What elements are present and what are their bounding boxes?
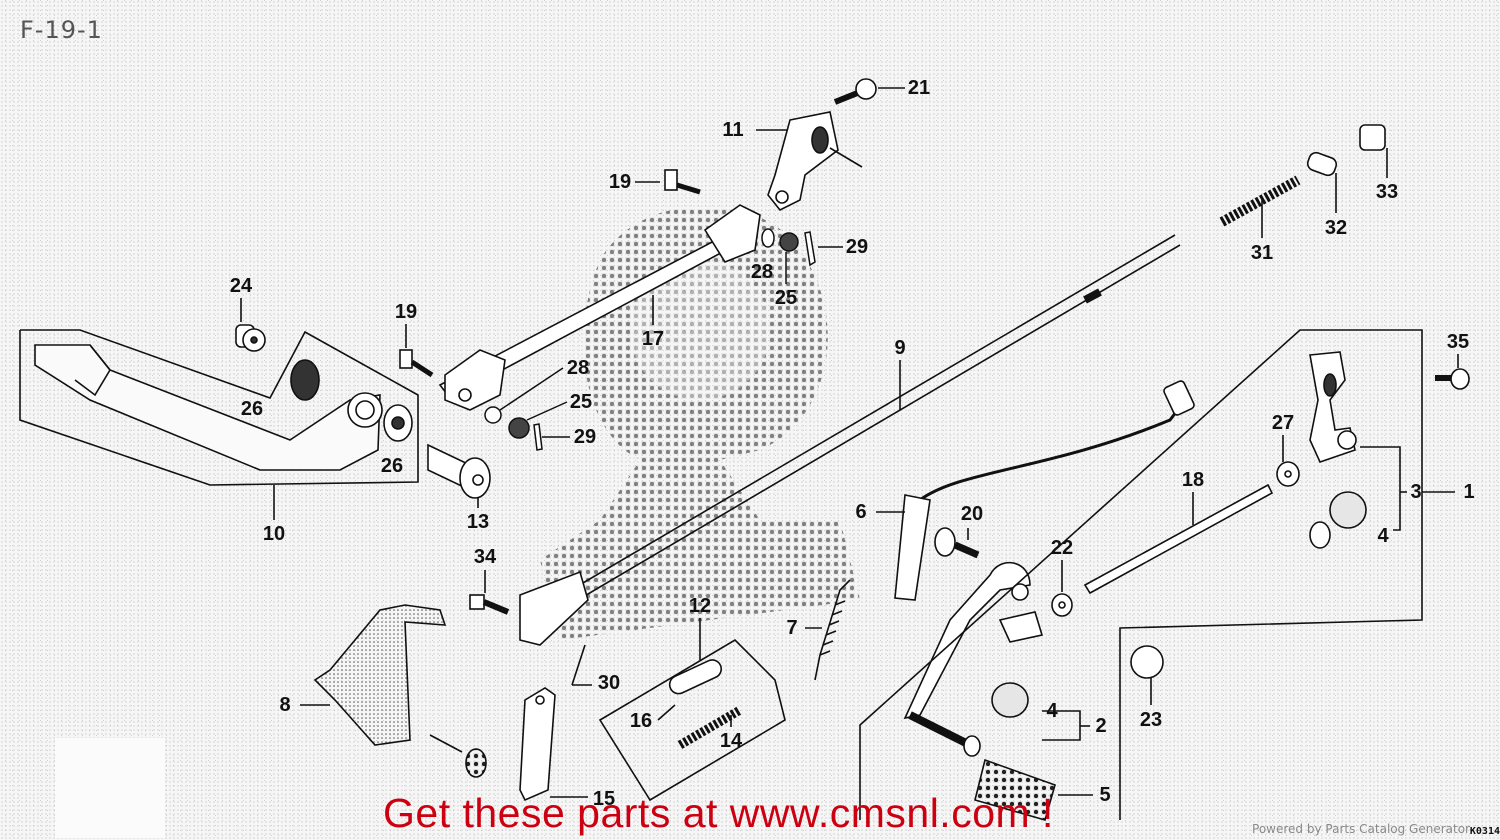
top-right-parts [1219, 124, 1388, 238]
part-8-cover [300, 604, 447, 746]
callout-part-32[interactable]: 32 [1324, 217, 1348, 239]
callout-part-8[interactable]: 8 [279, 694, 291, 716]
callout-part-17[interactable]: 17 [641, 328, 665, 350]
callout-part-30[interactable]: 30 [597, 672, 621, 694]
part-9-cable [519, 234, 1181, 646]
callout-part-11[interactable]: 11 [722, 119, 744, 141]
callout-part-4[interactable]: 4 [1046, 700, 1058, 722]
part-20 [934, 527, 980, 559]
powered-by-footer: Powered by Parts Catalog Generator [1252, 822, 1470, 836]
callout-part-19[interactable]: 19 [394, 301, 418, 323]
callout-part-22[interactable]: 22 [1050, 537, 1074, 559]
callout-part-29[interactable]: 29 [573, 426, 597, 448]
callout-part-31[interactable]: 31 [1250, 242, 1274, 264]
part-15-arm [429, 687, 588, 802]
part-6-switch [876, 380, 1195, 601]
callout-part-6[interactable]: 6 [855, 501, 867, 523]
part-4-knob [1309, 491, 1367, 549]
callout-part-19[interactable]: 19 [608, 171, 632, 193]
callout-part-18[interactable]: 18 [1181, 469, 1205, 491]
callout-part-35[interactable]: 35 [1446, 331, 1470, 353]
callout-part-5[interactable]: 5 [1099, 784, 1111, 806]
callout-part-20[interactable]: 20 [960, 503, 984, 525]
callout-part-24[interactable]: 24 [229, 275, 253, 297]
callout-part-7[interactable]: 7 [786, 617, 798, 639]
blank-patch [55, 738, 165, 838]
part-3-arm [1309, 351, 1407, 531]
part-2-change-pedal [903, 561, 1093, 821]
part-19 [399, 169, 701, 378]
watermark-logo [540, 206, 860, 641]
callout-part-26[interactable]: 26 [240, 398, 264, 420]
part-17-rod [438, 204, 761, 411]
part-12-kit [598, 618, 786, 802]
callout-part-29[interactable]: 29 [845, 236, 869, 258]
callout-part-13[interactable]: 13 [466, 511, 490, 533]
callout-part-3[interactable]: 3 [1410, 481, 1422, 503]
callout-part-34[interactable]: 34 [473, 546, 497, 568]
callout-part-12[interactable]: 12 [688, 595, 712, 617]
callout-part-14[interactable]: 14 [719, 730, 743, 752]
pin-group-mid [484, 367, 570, 451]
callout-part-33[interactable]: 33 [1375, 181, 1399, 203]
callout-part-28[interactable]: 28 [750, 261, 774, 283]
page-title: F-19-1 [20, 16, 103, 44]
promo-banner-link[interactable]: Get these parts at www.cmsnl.com ! [383, 790, 1054, 836]
pin-group-top [761, 228, 843, 284]
part-11-arm [756, 111, 863, 212]
part-13 [427, 443, 491, 508]
part-24 [235, 298, 266, 352]
part-18-rod [1083, 483, 1274, 595]
part-21 [833, 78, 905, 105]
callout-part-2[interactable]: 2 [1095, 715, 1107, 737]
callout-part-26[interactable]: 26 [380, 455, 404, 477]
callout-part-16[interactable]: 16 [629, 710, 653, 732]
part-7-spring [805, 579, 851, 681]
part-34-30 [469, 570, 592, 686]
brake-pedal-group [19, 329, 419, 520]
callout-part-23[interactable]: 23 [1139, 709, 1163, 731]
part-23 [1130, 645, 1164, 705]
callout-part-10[interactable]: 10 [262, 523, 286, 545]
callout-part-28[interactable]: 28 [566, 357, 590, 379]
callout-part-27[interactable]: 27 [1271, 412, 1295, 434]
part-22 [1051, 560, 1073, 617]
callout-part-4[interactable]: 4 [1377, 525, 1389, 547]
part-27 [1276, 435, 1300, 487]
assembly-frame [859, 329, 1455, 820]
callout-part-9[interactable]: 9 [894, 337, 906, 359]
callout-part-1[interactable]: 1 [1463, 481, 1475, 503]
callout-part-21[interactable]: 21 [907, 77, 931, 99]
callout-part-15[interactable]: 15 [592, 788, 616, 810]
callout-part-25[interactable]: 25 [569, 391, 593, 413]
part-35 [1435, 354, 1470, 390]
diagram-code: K0314 [1469, 826, 1500, 837]
callout-part-25[interactable]: 25 [774, 287, 798, 309]
